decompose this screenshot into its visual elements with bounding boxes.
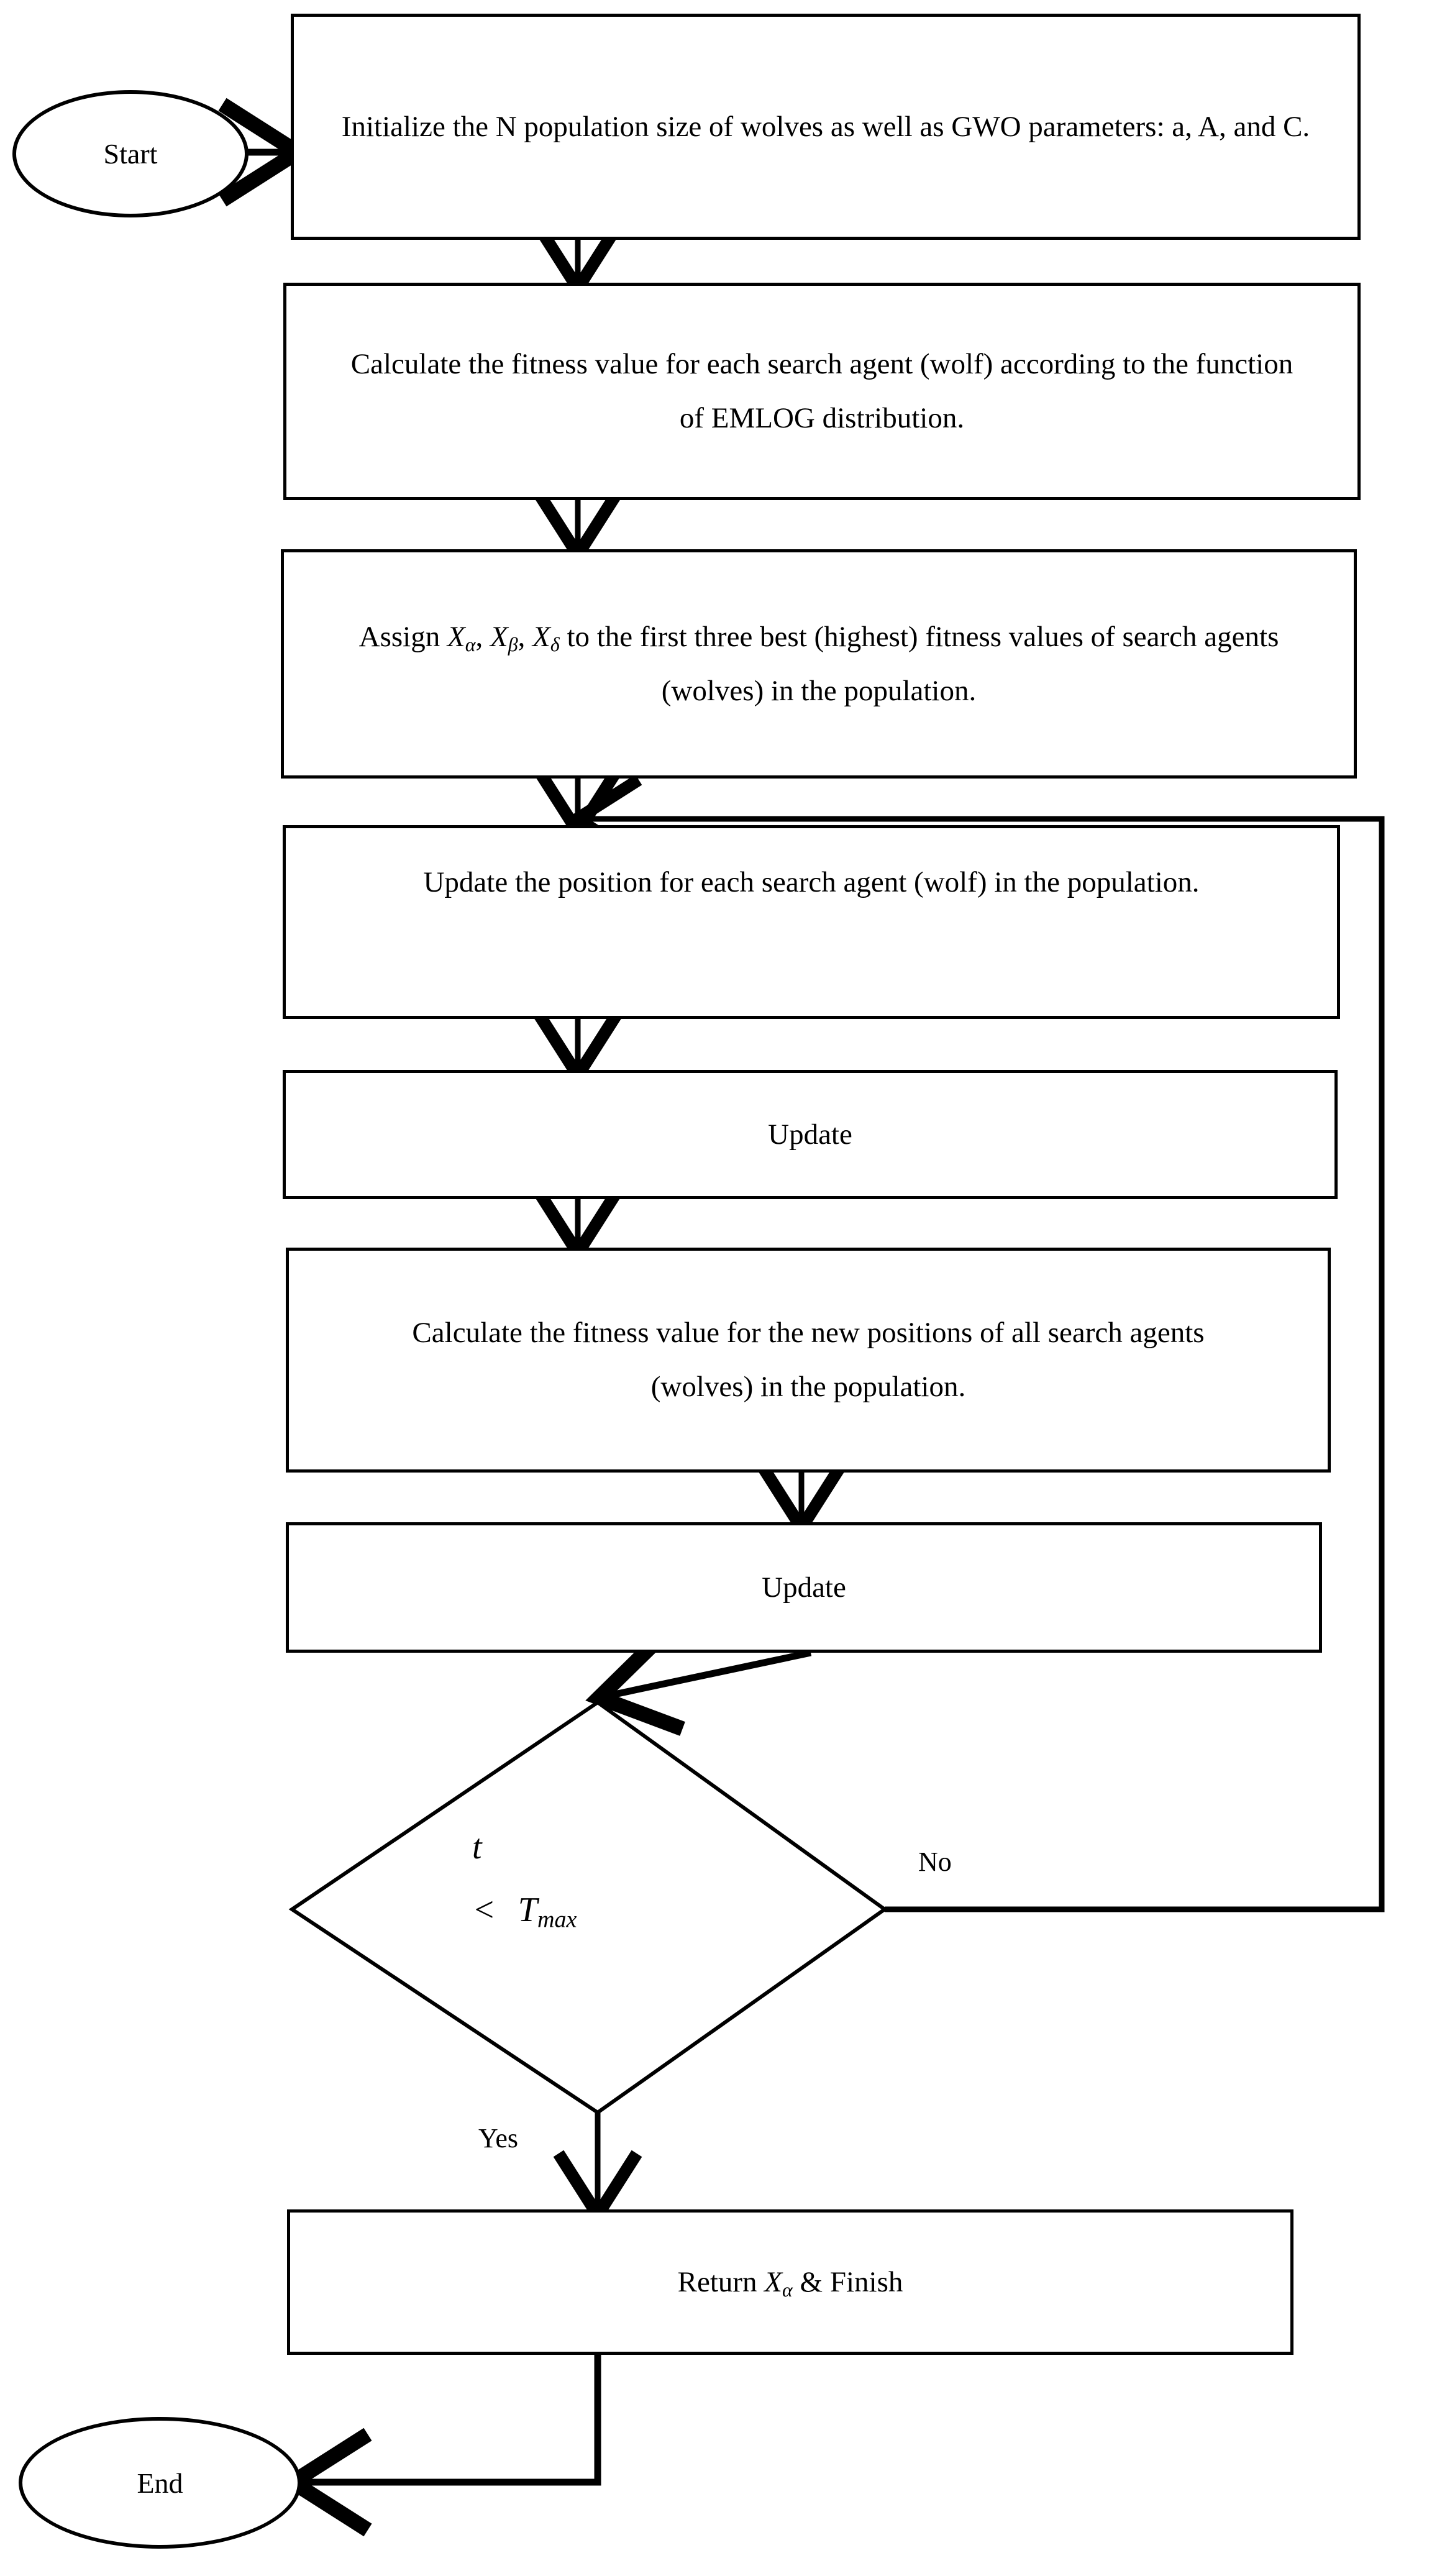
node-decision-label: t < Tmax	[472, 1820, 770, 1938]
step3-symbol-x-delta: Xδ	[532, 620, 560, 655]
node-step1[interactable]: Initialize the N population size of wolv…	[291, 14, 1361, 240]
edge-step8-to-end	[278, 2355, 601, 2537]
node-step4-label: Update the position for each search agen…	[423, 866, 1200, 898]
node-start[interactable]: Start	[12, 90, 249, 217]
node-step7-label: Update	[762, 1571, 846, 1604]
node-step3[interactable]: Assign Xα, Xβ, Xδ to the first three bes…	[281, 549, 1357, 779]
decision-line-1: t	[472, 1828, 482, 1866]
node-step8-label: Return Xα & Finish	[667, 2255, 915, 2309]
decision-symbol-tmax: Tmax	[518, 1890, 577, 1933]
step8-text-pre: Return	[677, 2265, 765, 2298]
node-step3-label: Assign Xα, Xβ, Xδ to the first three bes…	[332, 610, 1305, 718]
node-step4[interactable]: Update the position for each search agen…	[283, 825, 1340, 1019]
node-step7[interactable]: Update	[286, 1522, 1322, 1653]
step3-text-pre: Assign	[358, 620, 447, 653]
node-end[interactable]: End	[19, 2417, 301, 2549]
node-step1-label: Initialize the N population size of wolv…	[341, 110, 1310, 143]
node-step6[interactable]: Calculate the fitness value for the new …	[286, 1248, 1331, 1473]
step8-text-post: & Finish	[792, 2265, 903, 2298]
node-step6-label: Calculate the fitness value for the new …	[412, 1317, 1205, 1403]
decision-line-2: < Tmax	[472, 1883, 770, 1939]
decision-diamond	[288, 1700, 888, 2115]
step3-symbol-x-beta: Xβ	[490, 620, 518, 655]
node-step5[interactable]: Update	[283, 1070, 1338, 1199]
node-step2[interactable]: Calculate the fitness value for each sea…	[283, 283, 1361, 500]
node-step5-label: Update	[768, 1118, 852, 1151]
step3-sep-1: ,	[475, 620, 490, 653]
edge-label-yes: Yes	[478, 2123, 519, 2154]
edge-decision-no-loop	[565, 774, 1385, 1912]
edge-label-no: No	[918, 1847, 952, 1877]
node-start-label: Start	[103, 138, 158, 170]
step3-symbol-x-alpha: Xα	[447, 620, 476, 655]
decision-operator: <	[472, 1890, 496, 1929]
node-step8[interactable]: Return Xα & Finish	[287, 2209, 1293, 2355]
node-end-label: End	[137, 2467, 183, 2499]
step3-sep-2: ,	[518, 620, 533, 653]
step8-symbol-x-alpha: Xα	[764, 2265, 793, 2301]
node-step2-label: Calculate the fitness value for each sea…	[350, 348, 1293, 434]
step3-text-post: to the first three best (highest) fitnes…	[559, 620, 1279, 707]
edge-step7-to-decision	[585, 1630, 812, 1736]
